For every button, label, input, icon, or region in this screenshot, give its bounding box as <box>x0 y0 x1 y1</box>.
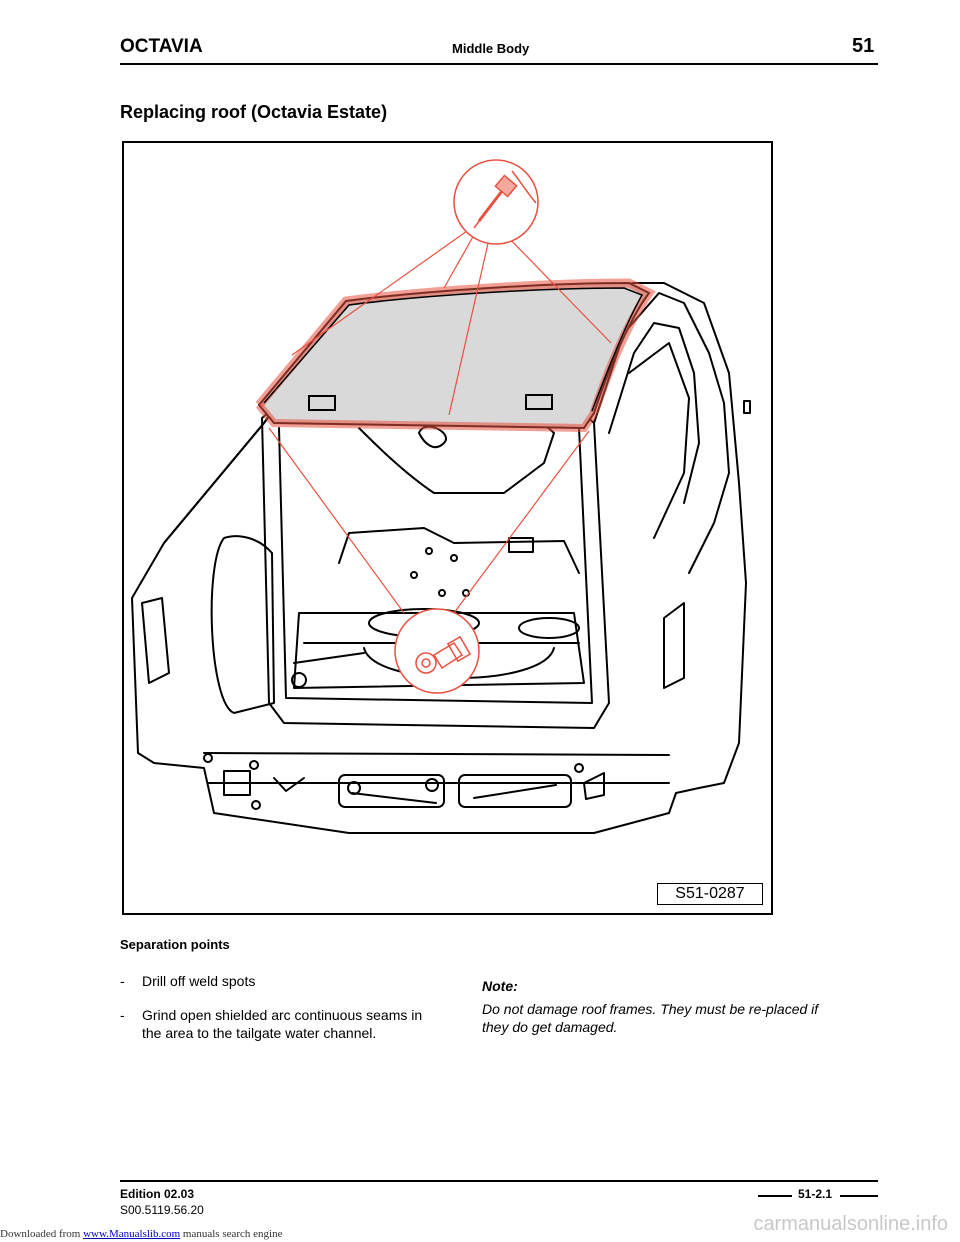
separation-points-heading: Separation points <box>120 937 230 952</box>
callout-lines <box>268 230 612 614</box>
step-text: Grind open shielded arc continuous seams… <box>142 1007 423 1041</box>
header-section: Middle Body <box>452 41 530 56</box>
step-bullet: - <box>120 1007 125 1023</box>
watermark: carmanualsonline.info <box>753 1213 948 1235</box>
roof-figure: S51-0287 <box>122 141 773 915</box>
car-body-illustration <box>131 159 751 834</box>
page-code-line-right <box>840 1195 878 1197</box>
header-rule <box>120 63 878 65</box>
figure-label: S51-0287 <box>657 883 763 905</box>
download-notice: Downloaded from www.Manualslib.com manua… <box>0 1228 282 1240</box>
step-drill-weld-spots: - Drill off weld spots <box>120 972 255 990</box>
download-suffix: manuals search engine <box>180 1228 283 1240</box>
footer-rule <box>120 1180 878 1182</box>
download-prefix: Downloaded from <box>0 1228 84 1240</box>
manualslib-link[interactable]: www.Manualslib.com <box>83 1228 181 1240</box>
page-code-line-left <box>758 1195 792 1197</box>
roof-panel <box>255 278 656 433</box>
header-model: OCTAVIA <box>120 36 203 57</box>
header-chapter-number: 51 <box>852 35 875 57</box>
edition: Edition 02.03 <box>120 1187 195 1201</box>
step-text: Drill off weld spots <box>142 973 256 989</box>
document-number: S00.5119.56.20 <box>120 1203 204 1217</box>
note-text: Do not damage roof frames. They must be … <box>482 1001 819 1035</box>
page-code: 51-2.1 <box>798 1187 833 1201</box>
weld-spot-detail <box>453 159 539 245</box>
note-heading: Note: <box>482 978 518 994</box>
step-grind-seams: - Grind open shielded arc continuous sea… <box>120 1006 440 1042</box>
arc-seam-detail <box>394 608 480 694</box>
page-title: Replacing roof (Octavia Estate) <box>120 102 388 122</box>
step-bullet: - <box>120 973 125 989</box>
